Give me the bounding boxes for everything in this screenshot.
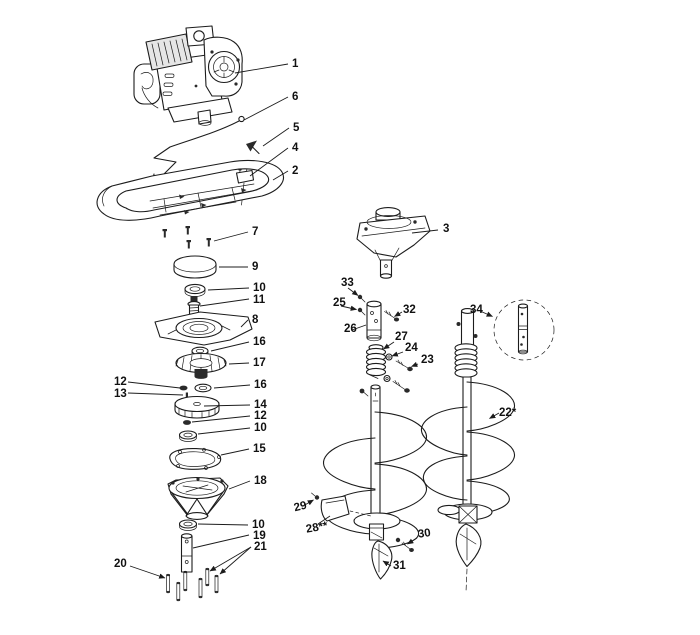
- spring-group-drawing: [365, 344, 413, 393]
- leader-lines: [127, 63, 500, 579]
- callout-16b: 16: [254, 379, 267, 391]
- callout-12a: 12: [114, 376, 127, 388]
- direction-arrow-part-5: [246, 140, 260, 155]
- small-part-12b-drawing: [183, 420, 191, 425]
- callout-4: 4: [292, 142, 299, 154]
- small-parts-12-13-drawing: [179, 385, 188, 398]
- callout-1: 1: [292, 58, 299, 70]
- handlebar-screws-drawing: [162, 226, 211, 249]
- callout-5: 5: [293, 122, 300, 134]
- detail-circle-drawing: [493, 299, 555, 361]
- callout-20: 20: [114, 558, 127, 570]
- callout-31: 31: [393, 560, 406, 572]
- callout-12b: 12: [254, 410, 267, 422]
- washer-16b-drawing: [194, 383, 212, 393]
- callout-32: 32: [403, 304, 416, 316]
- gear-14-drawing: [174, 395, 220, 419]
- callout-10c: 10: [252, 519, 265, 531]
- callout-22: 22*: [499, 407, 517, 419]
- callout-28: 28**: [305, 520, 329, 536]
- callout-19: 19: [253, 530, 266, 542]
- callout-18: 18: [254, 475, 267, 487]
- gearbox-drawing: [356, 207, 431, 279]
- upper-shaft-parts-drawing: [357, 294, 400, 342]
- callout-26: 26: [344, 323, 357, 335]
- callout-labels: 1 6 5 4 2 7 9 10 11 8 16 17 12 13 16 14 …: [114, 58, 517, 572]
- drive-pins-drawing: [166, 567, 219, 602]
- callout-10b: 10: [254, 422, 267, 434]
- callout-24: 24: [405, 342, 418, 354]
- callout-9: 9: [252, 261, 258, 273]
- callout-11: 11: [253, 294, 266, 306]
- callout-2: 2: [292, 165, 298, 177]
- callout-6: 6: [292, 91, 298, 103]
- engine-assembly-drawing: [133, 25, 243, 126]
- callout-7: 7: [252, 226, 258, 238]
- callout-10a: 10: [253, 282, 266, 294]
- gasket-drawing: [169, 447, 222, 470]
- callout-8: 8: [252, 314, 259, 326]
- callout-29: 29: [293, 500, 308, 515]
- callout-33: 33: [341, 277, 354, 289]
- callout-15: 15: [253, 443, 266, 455]
- auger-right-drawing: [420, 308, 516, 593]
- lower-housing-drawing: [167, 476, 229, 520]
- callout-21: 21: [254, 541, 267, 553]
- bearing-10c-drawing: [178, 519, 198, 531]
- handlebar-drawing: [96, 159, 284, 221]
- callout-30: 30: [417, 527, 431, 541]
- callout-17: 17: [253, 357, 266, 369]
- auger-left-drawing: [311, 384, 428, 580]
- callout-16a: 16: [253, 336, 266, 348]
- callout-25: 25: [333, 297, 346, 309]
- callout-3: 3: [443, 223, 449, 235]
- callout-23: 23: [421, 354, 434, 366]
- callout-34: 34: [470, 304, 483, 316]
- callout-27: 27: [395, 331, 408, 343]
- callout-13: 13: [114, 388, 127, 400]
- bearing-10b-drawing: [178, 430, 198, 442]
- callout-14: 14: [254, 399, 267, 411]
- bearing-10a-drawing: [184, 283, 206, 297]
- gear-17-drawing: [175, 352, 227, 379]
- cap-drawing: [173, 255, 217, 279]
- output-shaft-drawing: [180, 533, 193, 573]
- upper-plate-drawing: [154, 311, 253, 346]
